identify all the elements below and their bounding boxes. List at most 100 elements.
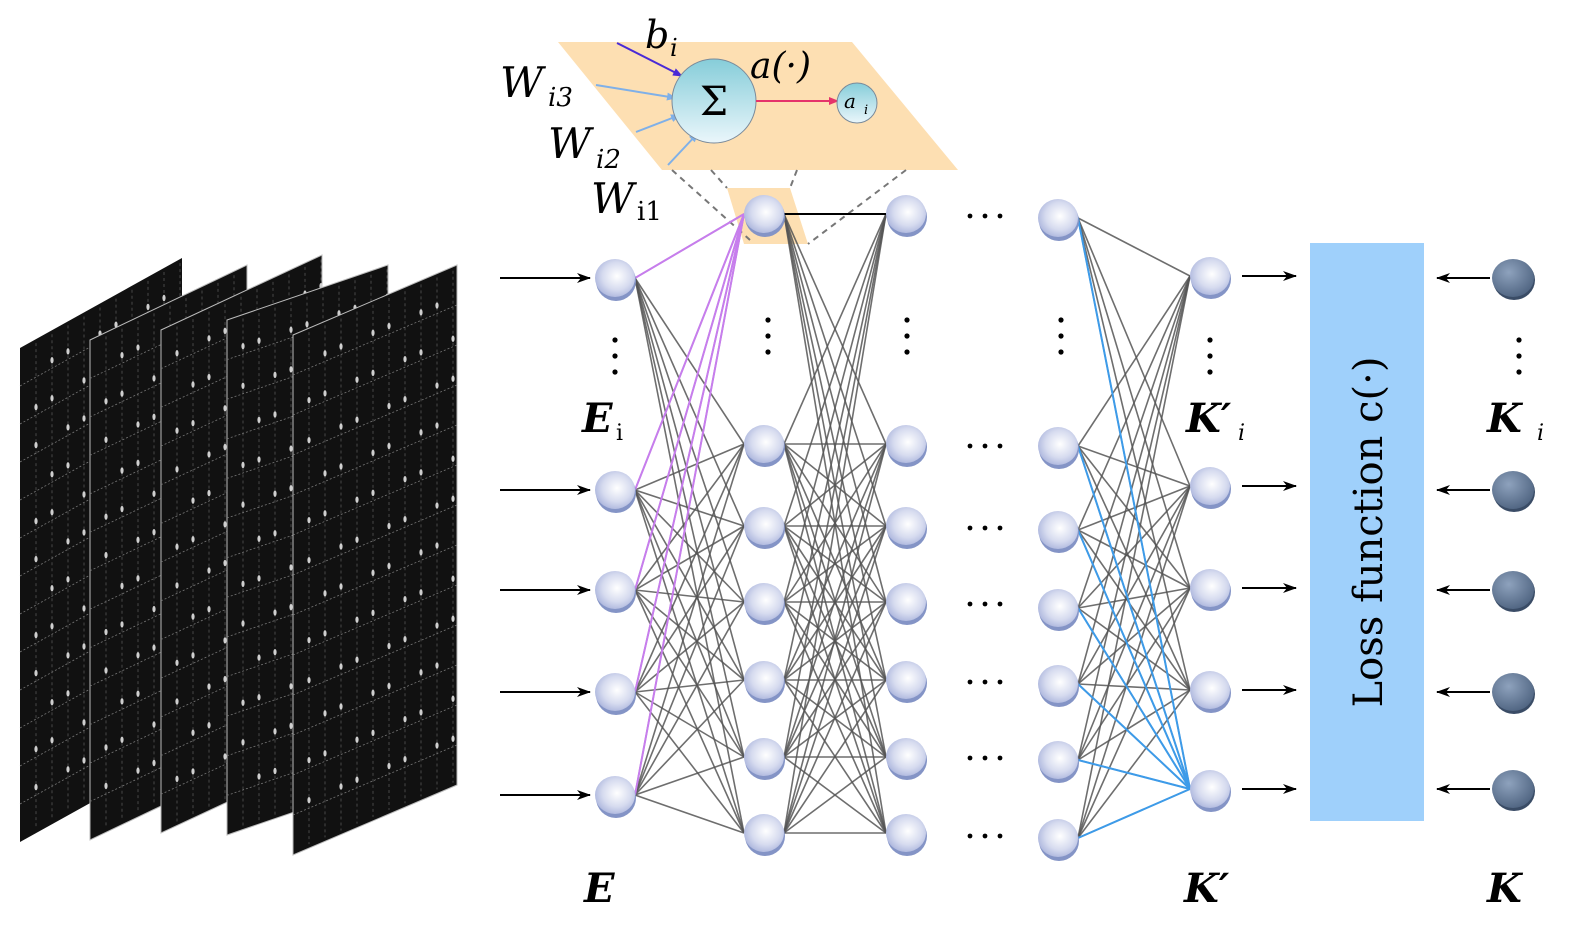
neuron-detail: Σ a i b i a(·) W i3 W i2 W i1	[500, 13, 958, 245]
edge	[634, 794, 745, 834]
output-neuron	[1190, 569, 1230, 607]
edge	[1077, 217, 1191, 487]
diffraction-spot	[104, 782, 108, 790]
diffraction-spot	[120, 390, 124, 397]
diffraction-spot	[223, 637, 227, 644]
diffraction-spot	[451, 695, 455, 702]
diffraction-spot	[120, 582, 124, 590]
diffraction-spot	[136, 690, 140, 697]
diffraction-spot	[136, 344, 140, 351]
diffraction-spot	[34, 745, 38, 753]
diffraction-spot	[273, 411, 277, 418]
diffraction-spot	[289, 485, 293, 492]
edge	[634, 525, 745, 693]
grid-line	[292, 664, 458, 736]
diffraction-spot	[273, 490, 277, 497]
horizontal-ellipsis	[982, 525, 988, 531]
diffraction-spot	[387, 682, 391, 690]
diffraction-spot	[435, 742, 439, 749]
hidden-neuron	[1038, 511, 1078, 549]
horizontal-ellipsis	[982, 833, 988, 839]
weight-sub-i1: i1	[637, 197, 662, 227]
grid-line	[292, 704, 458, 776]
edge	[634, 525, 745, 591]
edge	[634, 277, 745, 603]
highlight-edge-input	[634, 213, 745, 279]
diffraction-spot	[289, 366, 293, 373]
diffraction-spot	[82, 491, 86, 498]
diffraction-spot	[339, 543, 343, 550]
edge	[634, 489, 745, 758]
highlight-edge-output	[1077, 759, 1191, 790]
target-node	[1492, 770, 1534, 808]
grid-line	[292, 384, 458, 456]
horizontal-ellipsis	[997, 213, 1003, 219]
edge	[783, 443, 887, 681]
diffraction-spot	[323, 590, 327, 597]
target-node	[1492, 259, 1534, 297]
diffraction-spot	[191, 729, 195, 736]
diffraction-spot	[223, 559, 227, 567]
diffraction-spot	[175, 350, 179, 357]
target-node	[1492, 471, 1534, 509]
diffraction-spot	[257, 694, 261, 701]
diffraction-spot	[191, 419, 195, 427]
diffraction-spot	[323, 750, 327, 757]
diffraction-spot	[387, 402, 391, 410]
diffraction-spot	[241, 382, 245, 389]
hidden-neuron	[744, 661, 784, 699]
edge	[1077, 485, 1191, 685]
hidden-neuron	[1038, 819, 1078, 857]
diffraction-spot	[152, 644, 156, 651]
edge	[1077, 587, 1191, 761]
diffraction-spot	[289, 722, 293, 730]
diffraction-spot	[104, 628, 108, 636]
vertical-ellipsis	[904, 349, 910, 355]
diffraction-spot	[104, 551, 108, 559]
diffraction-spot	[66, 576, 70, 583]
horizontal-ellipsis	[997, 443, 1003, 449]
diffraction-spot	[339, 423, 343, 430]
diffraction-spot	[371, 729, 375, 737]
hidden-neuron	[1038, 199, 1078, 237]
vertical-ellipsis	[612, 369, 618, 375]
highlight-edge-input	[634, 213, 745, 591]
highlight-edge-output	[1077, 529, 1191, 790]
diffraction-spot	[175, 466, 179, 473]
diffraction-spot	[152, 721, 156, 728]
input-i-sub: i	[616, 421, 623, 446]
edge	[783, 213, 887, 527]
horizontal-ellipsis	[967, 443, 973, 449]
diffraction-spot	[257, 773, 261, 780]
edge	[1077, 587, 1191, 839]
diffraction-spot	[339, 783, 343, 790]
diffraction-spot	[355, 776, 359, 783]
diffraction-spot	[191, 768, 195, 775]
horizontal-ellipsis	[967, 525, 973, 531]
horizontal-ellipsis	[982, 601, 988, 607]
diffraction-spot	[152, 605, 156, 613]
diffraction-spot	[146, 303, 150, 311]
edge	[783, 213, 887, 758]
diffraction-spot	[152, 759, 156, 767]
highlight-edge-input	[634, 213, 745, 491]
diffraction-spot	[191, 497, 195, 504]
diffraction-spot	[223, 675, 227, 683]
edge	[634, 443, 745, 796]
diffraction-spot	[419, 549, 423, 556]
input-neuron	[595, 776, 635, 814]
highlight-edge-output	[1077, 607, 1191, 790]
diffraction-spot	[387, 762, 391, 770]
network-edges	[634, 213, 1191, 839]
output-label-k-prime: K′	[1183, 865, 1230, 912]
output-i-label: K′	[1185, 395, 1232, 442]
diffraction-spot	[34, 631, 38, 639]
diffraction-spot	[403, 755, 407, 763]
highlight-edge-output	[1077, 445, 1191, 790]
diffraction-spot	[152, 413, 156, 421]
diffraction-spot	[50, 509, 54, 516]
diffraction-spot	[223, 327, 227, 335]
diffraction-spot	[435, 422, 439, 429]
vertical-ellipsis	[1516, 353, 1522, 359]
diffraction-spot	[451, 335, 455, 342]
